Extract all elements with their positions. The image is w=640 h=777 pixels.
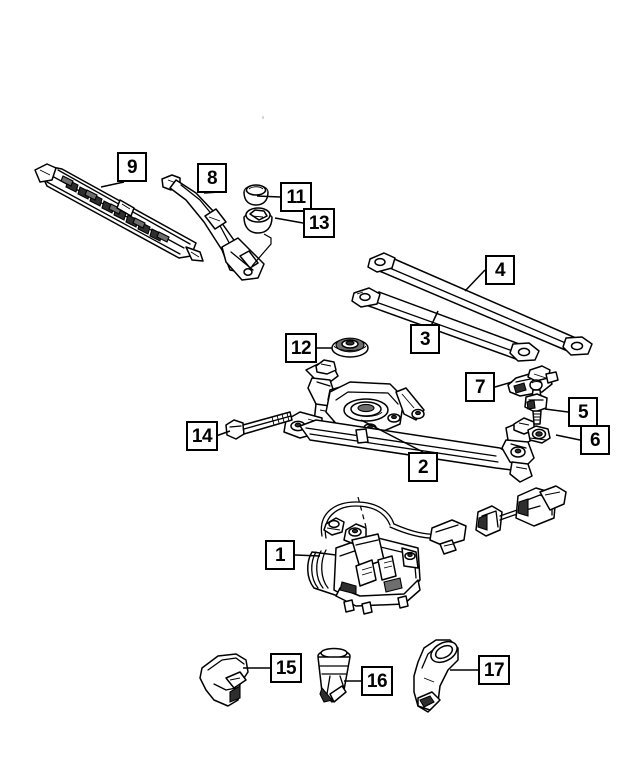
- callout-11[interactable]: 11: [280, 182, 312, 212]
- part-3-link-arm-short: [351, 287, 540, 362]
- part-13-pivot-nut-cap: [243, 207, 273, 267]
- part-14-mounting-bolt: [225, 411, 293, 440]
- leader-13: [274, 217, 304, 224]
- callout-13[interactable]: 13: [303, 208, 335, 238]
- part-11-pivot-cover-cap: [243, 184, 269, 206]
- leader-1-dashed: [357, 496, 367, 528]
- callout-1[interactable]: 1: [265, 540, 295, 570]
- leader-1-stub: [294, 554, 321, 557]
- callout-3[interactable]: 3: [410, 324, 440, 354]
- part-15-wiring-shield-cover: [199, 653, 249, 707]
- callout-14[interactable]: 14: [186, 421, 218, 451]
- callout-5[interactable]: 5: [568, 397, 598, 427]
- part-2-linkage-assembly: [283, 359, 537, 483]
- part-9-wiper-blade: [34, 163, 204, 262]
- callout-9[interactable]: 9: [117, 152, 147, 182]
- leader-11: [256, 195, 281, 198]
- part-5-ball-stud-pivot: [524, 379, 548, 425]
- callout-4[interactable]: 4: [485, 255, 515, 285]
- part-12-pivot-seal-grommet: [331, 337, 369, 358]
- callout-7[interactable]: 7: [465, 372, 495, 402]
- part-1-wiper-motor-assembly: [307, 485, 567, 615]
- callout-8[interactable]: 8: [197, 163, 227, 193]
- callout-16[interactable]: 16: [361, 666, 393, 696]
- leader-9: [100, 181, 125, 188]
- leader-6: [555, 434, 581, 441]
- part-4-link-arm-long: [367, 252, 593, 356]
- part-16-washer-nozzle-grommet: [317, 647, 351, 703]
- callout-12[interactable]: 12: [285, 333, 317, 363]
- leader-2: [360, 419, 424, 453]
- part-8-wiper-arm: [161, 174, 265, 281]
- leader-7: [494, 381, 513, 388]
- callout-6[interactable]: 6: [580, 425, 610, 455]
- callout-17[interactable]: 17: [478, 655, 510, 685]
- scan-artifact-speck: [262, 116, 264, 119]
- leader-14: [215, 430, 231, 437]
- leader-5: [544, 408, 569, 413]
- leader-4: [464, 269, 486, 292]
- callout-15[interactable]: 15: [270, 653, 302, 683]
- part-6-pivot-nut: [527, 425, 551, 444]
- callout-2[interactable]: 2: [408, 452, 438, 482]
- part-17-washer-hose-boot: [413, 639, 459, 713]
